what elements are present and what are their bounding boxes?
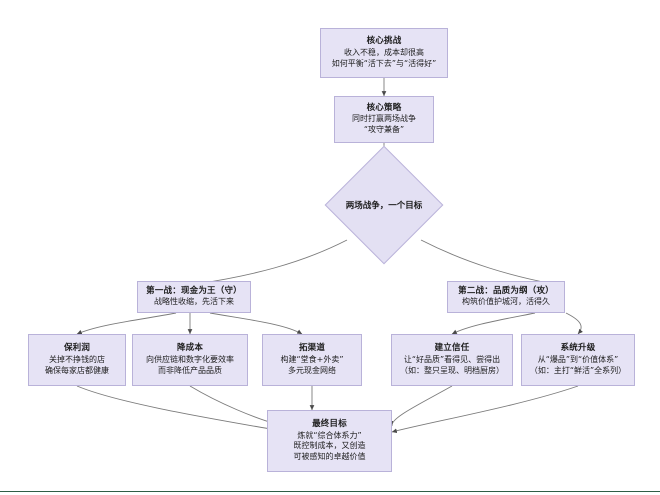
edge-cost-to-goal xyxy=(189,385,277,425)
edge-trust-to-goal xyxy=(388,385,453,427)
node-system-upgrade[interactable]: 系统升级 从“爆品”到“价值体系” （如：主打“鲜活”全系列） xyxy=(521,334,635,386)
node-title: 最终目标 xyxy=(312,419,347,430)
node-line: 多元现金网络 xyxy=(288,365,336,375)
node-core-challenge[interactable]: 核心挑战 收入不稳，成本却很高 如何平衡“活下去”与“活得好” xyxy=(320,28,448,78)
node-title: 拓渠道 xyxy=(298,343,326,354)
node-line: 如何平衡“活下去”与“活得好” xyxy=(331,58,437,68)
bottom-divider xyxy=(0,491,660,492)
node-title: 核心挑战 xyxy=(366,36,402,47)
node-battle-one[interactable]: 第一战：现金为王（守） 战略性收缩，先活下来 xyxy=(137,281,251,313)
node-line: （如：主打“鲜活”全系列） xyxy=(529,365,627,375)
node-line: 战略性收缩，先活下来 xyxy=(154,297,234,307)
node-line: 让“好品质”看得见、尝得出 xyxy=(403,354,501,364)
node-title: 系统升级 xyxy=(560,343,596,354)
node-line: 炼就“综合体系力” xyxy=(297,430,362,440)
edge-decision-to-battle-one xyxy=(195,239,348,286)
node-expand-channel[interactable]: 拓渠道 构建“堂食+外卖” 多元现金网络 xyxy=(262,334,362,386)
edge-battleone-to-channel xyxy=(209,312,303,335)
node-title: 第一战：现金为王（守） xyxy=(146,285,242,296)
node-line: 而非降低产品品质 xyxy=(158,365,222,375)
node-title: 核心策略 xyxy=(366,102,402,113)
node-line: 向供应链和数字化要效率 xyxy=(146,354,234,364)
node-title: 降成本 xyxy=(176,343,204,354)
node-title: 保利润 xyxy=(63,343,91,354)
node-core-strategy[interactable]: 核心策略 同时打赢两场战争 “攻守兼备” xyxy=(334,96,434,143)
edge-upgrade-to-goal xyxy=(391,385,579,434)
node-battle-two[interactable]: 第二战：品质为纲（攻） 构筑价值护城河，活得久 xyxy=(447,281,565,313)
edge-battleone-to-profit xyxy=(76,312,177,335)
node-final-goal[interactable]: 最终目标 炼就“综合体系力” 既控制成本，又创造 可被感知的卓越价值 xyxy=(267,410,392,472)
node-title: 第二战：品质为纲（攻） xyxy=(458,285,554,296)
edge-decision-to-battle-two xyxy=(420,239,554,286)
edge-battletwo-to-trust xyxy=(451,312,536,335)
edge-profit-to-goal xyxy=(76,385,277,432)
node-line: 从“爆品”到“价值体系” xyxy=(537,354,619,364)
node-line: 同时打赢两场战争 xyxy=(352,114,416,124)
node-protect-profit[interactable]: 保利润 关掉不挣钱的店 确保每家店都健康 xyxy=(28,334,126,386)
node-line: 既控制成本，又创造 xyxy=(293,441,366,451)
node-line: 确保每家店都健康 xyxy=(45,365,109,375)
node-title: 建立信任 xyxy=(434,343,470,354)
node-line: “攻守兼备” xyxy=(363,125,405,135)
edge-battletwo-to-upgrade xyxy=(565,312,583,335)
node-line: 构筑价值护城河，活得久 xyxy=(462,297,550,307)
node-reduce-cost[interactable]: 降成本 向供应链和数字化要效率 而非降低产品品质 xyxy=(132,334,248,386)
node-line: 关掉不挣钱的店 xyxy=(49,354,105,364)
node-line: （如：整只呈现、明档厨房） xyxy=(400,365,504,375)
node-line: 收入不稳，成本却很高 xyxy=(344,47,424,57)
node-line: 构建“堂食+外卖” xyxy=(280,354,344,364)
node-line: 可被感知的卓越价值 xyxy=(293,452,366,462)
node-build-trust[interactable]: 建立信任 让“好品质”看得见、尝得出 （如：整只呈现、明档厨房） xyxy=(391,334,513,386)
